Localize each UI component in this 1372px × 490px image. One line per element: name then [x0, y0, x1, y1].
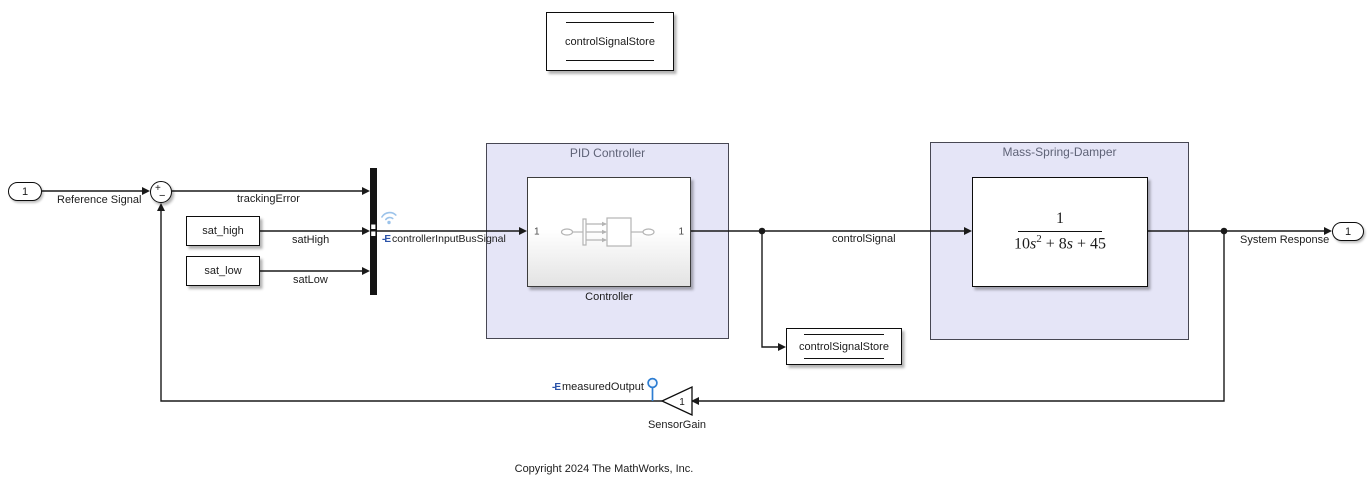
arrowhead-into-transfer-fcn [964, 227, 972, 235]
datastore-top-line [565, 22, 655, 23]
reference-signal-label[interactable]: Reference Signal [57, 194, 142, 206]
system-response-label[interactable]: System Response [1240, 234, 1330, 246]
arrowhead-into-sum-west [142, 187, 150, 195]
arrowhead-into-bus-3 [362, 267, 370, 275]
sum-block[interactable]: + − [150, 181, 172, 203]
copyright-annotation: Copyright 2024 The MathWorks, Inc. [514, 463, 694, 475]
arrowhead-into-gain [691, 397, 699, 405]
transfer-function-block[interactable]: 1 10s2 + 8s + 45 [972, 177, 1148, 287]
bus-creator-block[interactable] [370, 168, 377, 295]
inport-number: 1 [21, 185, 29, 198]
msd-area-title: Mass-Spring-Damper [1002, 145, 1117, 159]
datastore-write-bottom-line [804, 358, 884, 359]
sensor-gain-label[interactable]: SensorGain [647, 419, 707, 431]
sum-minus-sign: − [159, 190, 166, 202]
sat-low-signal-label[interactable]: satLow [293, 274, 328, 286]
data-store-write-label: controlSignalStore [799, 340, 889, 353]
outport-number: 1 [1344, 225, 1352, 238]
arrowhead-into-sum-south [157, 203, 165, 211]
controller-inport-number: 1 [534, 226, 540, 238]
logged-signal-icon: -E [552, 382, 561, 393]
control-signal-label[interactable]: controlSignal [832, 233, 896, 245]
arrowhead-into-outport [1324, 227, 1332, 235]
tf-numerator: 1 [1056, 210, 1064, 228]
measured-output-label-group[interactable]: -E measuredOutput [552, 381, 644, 393]
datastore-memory-label: controlSignalStore [565, 35, 655, 48]
sensor-gain-block[interactable]: 1 [660, 385, 693, 417]
sat-high-constant-block[interactable]: sat_high [186, 216, 260, 246]
sat-high-block-label: sat_high [202, 225, 244, 237]
wire-control-to-datastore[interactable] [761, 231, 779, 348]
arrowhead-into-bus-2 [362, 227, 370, 235]
tracking-error-label[interactable]: trackingError [237, 193, 300, 205]
transfer-function-equation: 1 10s2 + 8s + 45 [1014, 209, 1106, 254]
pid-area-title: PID Controller [569, 146, 646, 160]
wireless-logging-icon [381, 211, 397, 225]
controller-block-label[interactable]: Controller [585, 291, 633, 303]
sum-plus-sign: + [155, 183, 161, 194]
data-store-write-block[interactable]: controlSignalStore [786, 328, 902, 365]
arrowhead-into-bus-1 [362, 187, 370, 195]
wire-feedback-right[interactable] [699, 231, 1225, 402]
controller-outport-number: 1 [678, 226, 684, 238]
datastore-write-top-line [804, 334, 884, 335]
branch-point-control-signal [758, 227, 766, 235]
subsystem-thumbnail-icon [560, 217, 655, 247]
controller-subsystem-block[interactable]: 1 1 [527, 177, 691, 287]
tf-fraction-bar [1018, 231, 1102, 233]
bus-signal-label: controllerInputBusSignal [392, 233, 506, 245]
wire-feedback-left[interactable] [160, 210, 662, 402]
gain-value: 1 [679, 397, 685, 408]
sat-low-block-label: sat_low [204, 265, 242, 277]
outport-block[interactable]: 1 [1332, 222, 1364, 241]
arrowhead-into-controller [519, 227, 527, 235]
data-store-memory-block[interactable]: controlSignalStore [546, 12, 674, 71]
datastore-bottom-line [565, 60, 655, 61]
sat-low-constant-block[interactable]: sat_low [186, 256, 260, 286]
branch-point-system-response [1220, 227, 1228, 235]
measured-output-label: measuredOutput [562, 381, 644, 393]
inport-block[interactable]: 1 [8, 182, 42, 201]
arrowhead-into-datastore-write [778, 343, 786, 351]
bus-signal-label-group[interactable]: -E controllerInputBusSignal [382, 233, 506, 245]
sat-high-signal-label[interactable]: satHigh [292, 234, 330, 246]
test-point-icon [647, 377, 658, 401]
logged-signal-icon: -E [382, 234, 391, 245]
tf-denominator: 10s2 + 8s + 45 [1013, 233, 1107, 253]
